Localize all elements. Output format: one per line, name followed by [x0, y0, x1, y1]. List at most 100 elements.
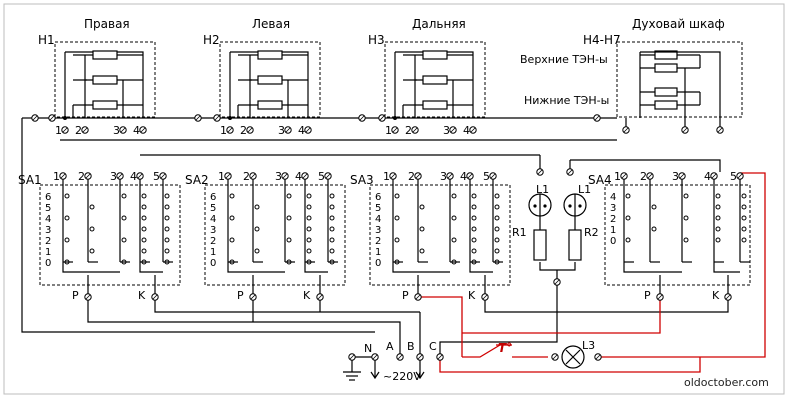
switch-terminal [620, 172, 628, 180]
wire-terminal [371, 353, 379, 361]
heater-contact-number: 4 [463, 124, 470, 137]
heater-resistor [422, 75, 448, 85]
switch-contact-number: 4 [460, 170, 467, 183]
burner-h4-id: H4-H7 [583, 33, 621, 47]
switch-terminal [324, 172, 332, 180]
switch-position-number: 1 [210, 247, 216, 258]
switch-terminal [301, 172, 309, 180]
supply-b-label: B [407, 340, 415, 353]
switch-sa4-box [604, 184, 751, 286]
burner-h4-label: Духовай шкаф [632, 17, 725, 31]
switch-position-number: 5 [210, 203, 216, 214]
switch-position-number: 4 [45, 214, 51, 225]
heater-contact-number: 4 [133, 124, 140, 137]
switch-terminal [84, 172, 92, 180]
switch-terminal [466, 172, 474, 180]
oven-bus-terminal [593, 114, 601, 122]
switch-position-number: 3 [610, 203, 616, 214]
wire-terminal [194, 114, 202, 122]
heater-bus-terminal [378, 114, 386, 122]
heater-terminal [284, 126, 292, 134]
supply-voltage-label: ~220V [383, 370, 421, 383]
switch-terminal [710, 172, 718, 180]
sa1-p-label: P [72, 289, 79, 302]
wire-terminal [84, 293, 92, 301]
switch-position-number: 1 [45, 247, 51, 258]
heater-contact-number: 2 [405, 124, 412, 137]
oven-resistor [654, 87, 678, 97]
heater-resistor [257, 100, 283, 110]
resistor-r1 [533, 229, 547, 261]
burner-h2-label: Левая [252, 17, 290, 31]
burner-h2-box [219, 41, 321, 118]
wire-terminal [436, 353, 444, 361]
sa2-k-label: K [303, 289, 311, 302]
resistor-r2 [568, 229, 582, 261]
switch-sa3-label: SA3 [350, 173, 374, 187]
switch-position-number: 0 [610, 236, 616, 247]
oven-box [616, 41, 743, 118]
sa3-k-label: K [468, 289, 476, 302]
switch-position-number: 6 [210, 192, 216, 203]
switch-contact-number: 2 [408, 170, 415, 183]
wire-terminal [551, 353, 559, 361]
switch-contact-number: 5 [153, 170, 160, 183]
wire-terminal [724, 293, 732, 301]
switch-contact-number: 2 [78, 170, 85, 183]
switch-contact-number: 1 [614, 170, 621, 183]
heater-contact-number: 1 [55, 124, 62, 137]
switch-contact-number: 2 [640, 170, 647, 183]
switch-contact-number: 3 [110, 170, 117, 183]
red-wiring [418, 172, 766, 373]
lamp-l1-left-label: L1 [536, 183, 549, 196]
switch-terminal [736, 172, 744, 180]
switch-terminal [678, 172, 686, 180]
switch-contact-number: 5 [730, 170, 737, 183]
wire-terminal [396, 353, 404, 361]
oven-terminal [622, 126, 630, 134]
burner-h1-label: Правая [84, 17, 130, 31]
switch-terminal [116, 172, 124, 180]
heater-contact-number: 1 [220, 124, 227, 137]
wire-terminal [31, 114, 39, 122]
sa4-p-label: P [644, 289, 651, 302]
heater-resistor [257, 75, 283, 85]
switch-terminal [489, 172, 497, 180]
thermostat-label: T° [498, 341, 512, 355]
wire-terminal [656, 293, 664, 301]
switch-contact-number: 3 [672, 170, 679, 183]
oven-resistor [654, 63, 678, 73]
switch-contact-number: 1 [383, 170, 390, 183]
switch-position-number: 4 [210, 214, 216, 225]
burner-h1-box [54, 41, 156, 118]
heater-terminal [61, 126, 69, 134]
switch-contact-number: 4 [130, 170, 137, 183]
switch-terminal [136, 172, 144, 180]
switch-position-number: 0 [45, 258, 51, 269]
heater-contact-number: 1 [385, 124, 392, 137]
sa2-p-label: P [237, 289, 244, 302]
switch-position-number: 3 [375, 225, 381, 236]
switch-contact-number: 4 [295, 170, 302, 183]
heater-resistor [92, 75, 118, 85]
heater-bus-terminal [48, 114, 56, 122]
switch-position-number: 3 [210, 225, 216, 236]
switch-contact-number: 3 [275, 170, 282, 183]
lamp-l3-label: L3 [582, 339, 595, 352]
resistor-r2-label: R2 [584, 226, 599, 239]
switch-position-number: 2 [375, 236, 381, 247]
wire-terminal [566, 168, 574, 176]
wire-terminal [151, 293, 159, 301]
burner-h1-id: H1 [38, 33, 55, 47]
supply-c-label: C [429, 340, 437, 353]
switch-contact-number: 4 [704, 170, 711, 183]
switch-sa3-box [369, 184, 511, 286]
heater-contact-number: 2 [75, 124, 82, 137]
